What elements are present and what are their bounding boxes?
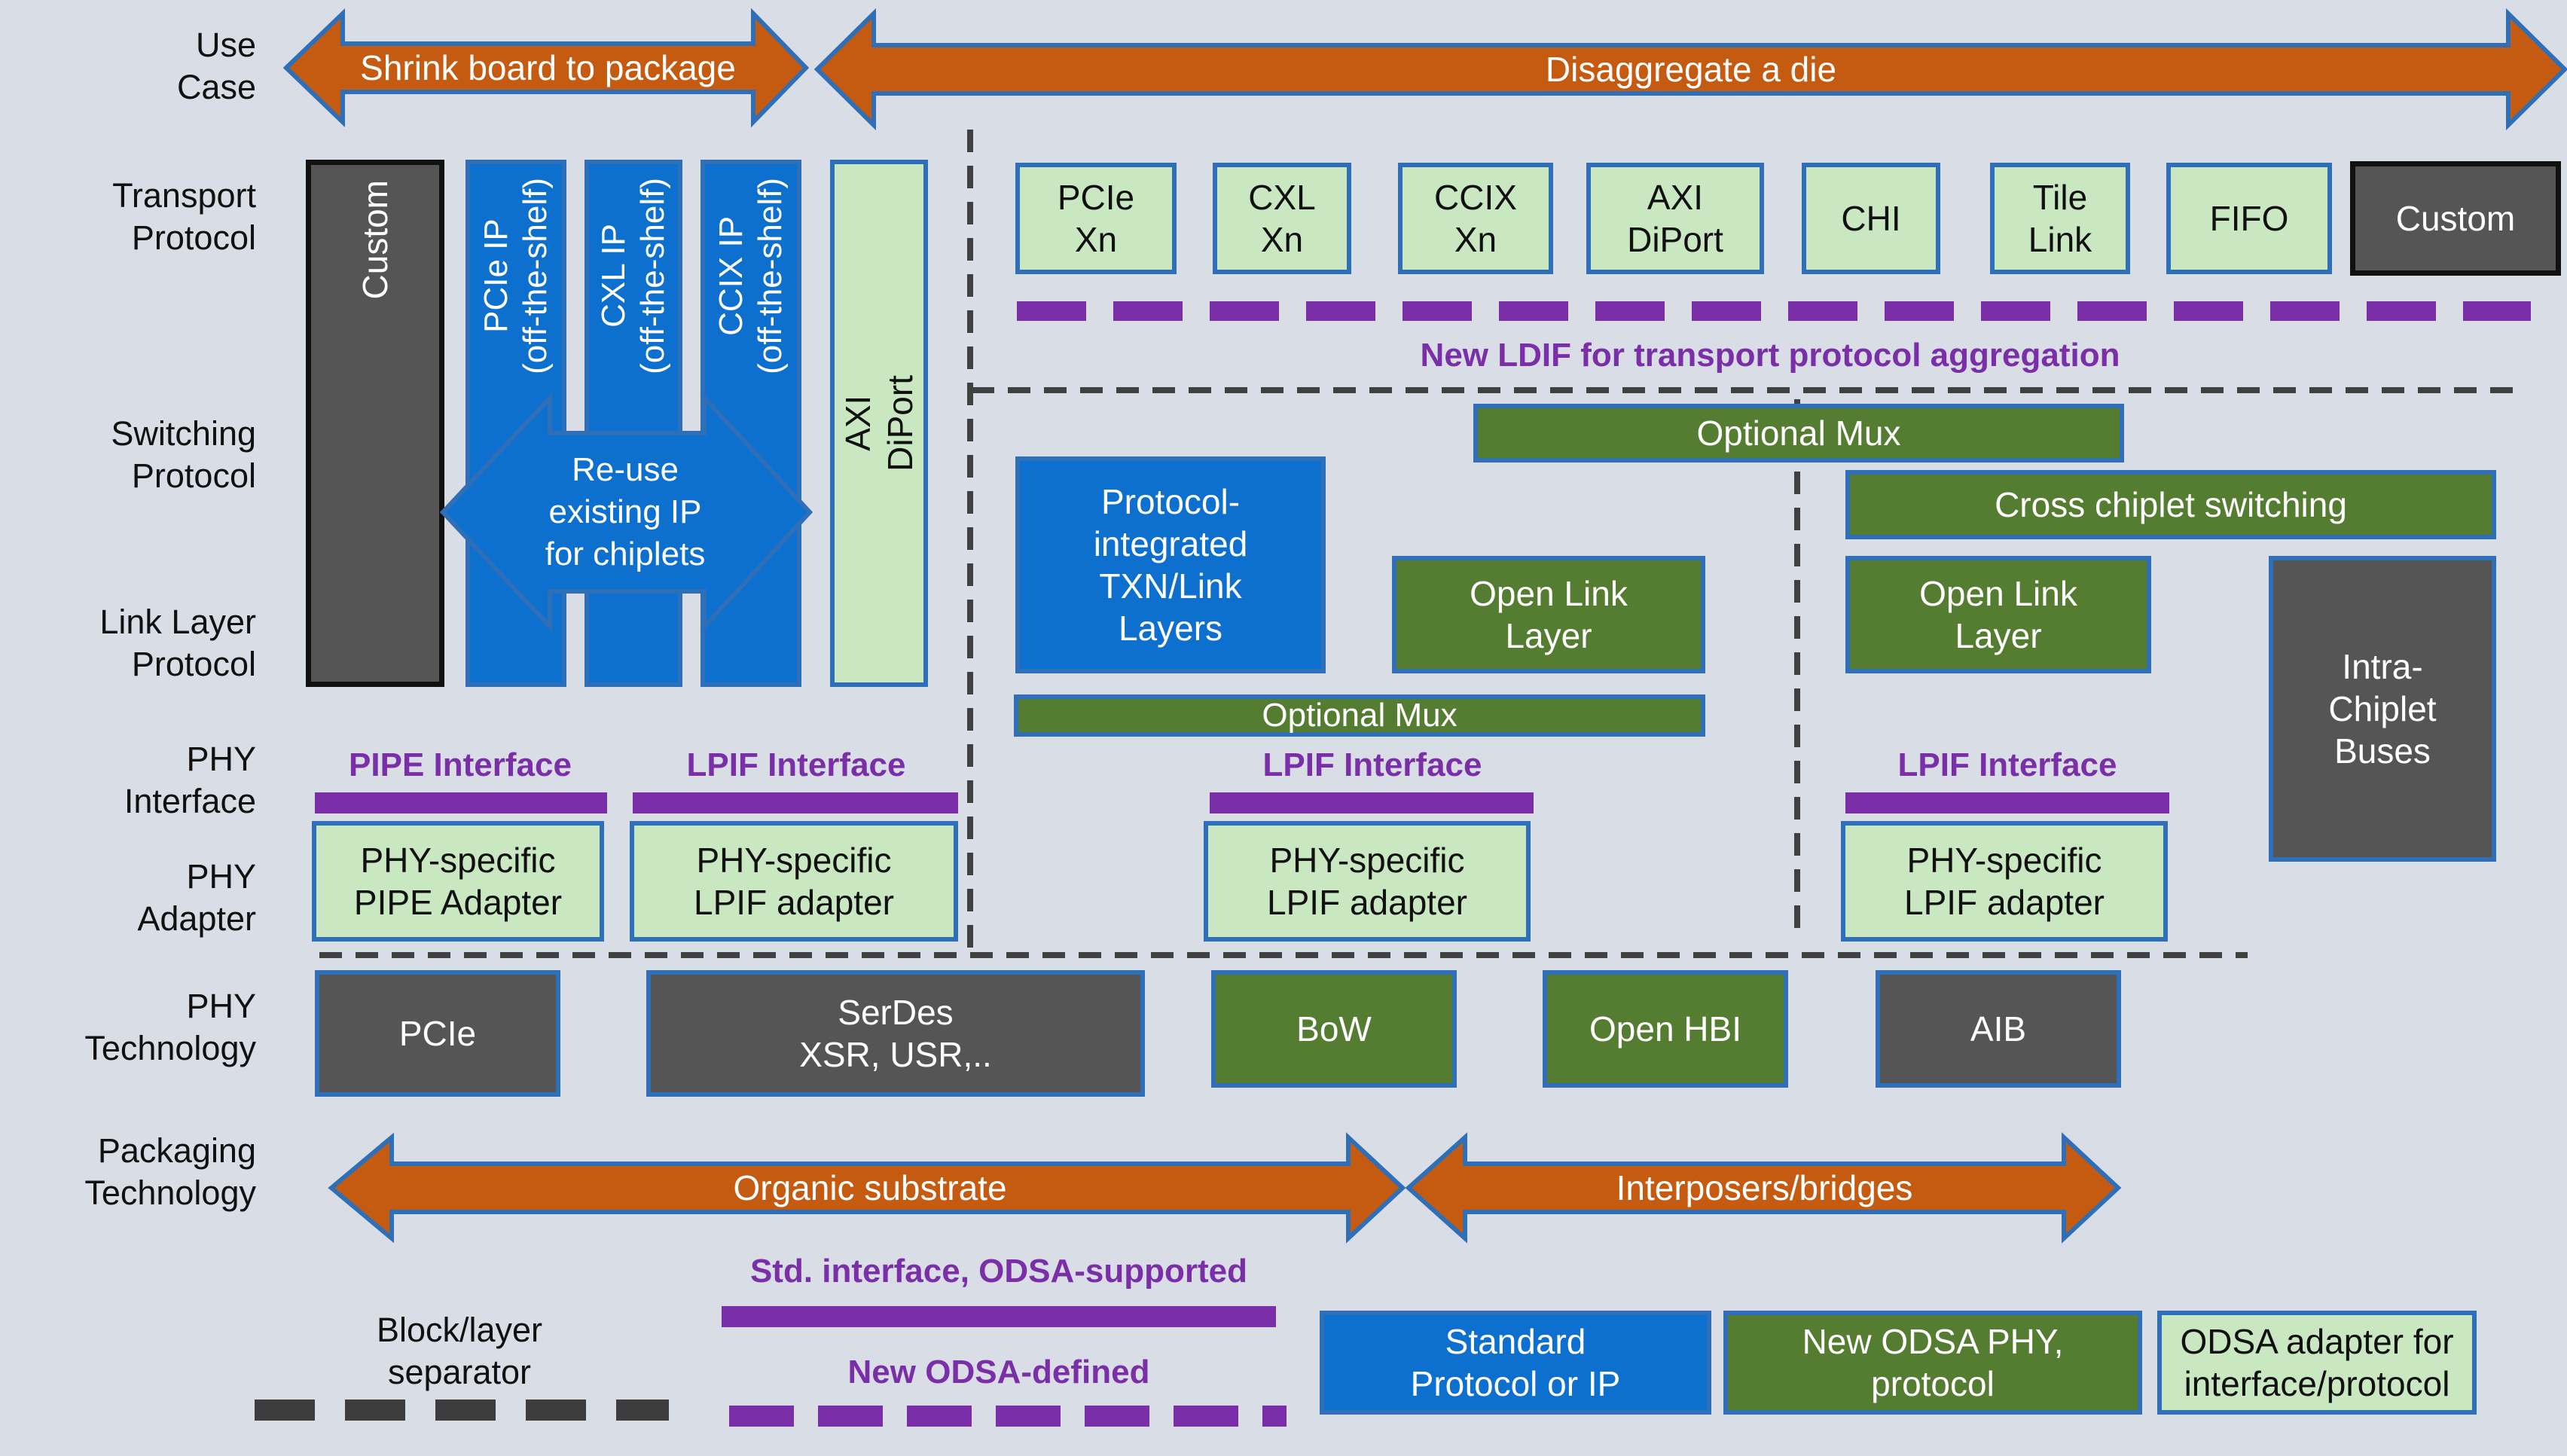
pipe-interface-label: PIPE Interface — [349, 746, 572, 783]
legend-adapter: ODSA adapter for interface/protocol — [2157, 1311, 2477, 1415]
row-label-phy-interface: PHY Interface — [124, 740, 256, 820]
phy-tech-aib: AIB — [1876, 970, 2121, 1088]
lpif-adapter-1: PHY-specific LPIF adapter — [630, 821, 958, 942]
intra-chiplet-buses: Intra- Chiplet Buses — [2269, 556, 2496, 862]
ldif-dashed-line — [1017, 301, 2531, 321]
lpif-interface-bar-3 — [1845, 792, 2169, 813]
phy-tech-pcie: PCIe — [315, 970, 560, 1097]
transport-custom: Custom — [2350, 161, 2561, 276]
custom-column: Custom — [306, 160, 444, 687]
legend-new-phy: New ODSA PHY, protocol — [1723, 1311, 2142, 1415]
row-label-use-case: Use Case — [176, 26, 256, 106]
legend-standard-protocol: Standard Protocol or IP — [1320, 1311, 1711, 1415]
open-link-layer-2: Open Link Layer — [1845, 556, 2151, 673]
legend-new-defined-sample — [729, 1406, 1287, 1427]
lpif-interface-label-2: LPIF Interface — [1262, 746, 1482, 783]
interposers-arrow-shape — [1405, 1132, 2122, 1244]
transport-pcie-xn: PCIe Xn — [1015, 163, 1177, 274]
transport-ccix-xn: CCIX Xn — [1398, 163, 1553, 274]
organic-arrow-shape — [328, 1132, 1406, 1244]
lpif-adapter-3: PHY-specific LPIF adapter — [1841, 821, 2168, 942]
organic-arrow-label: Organic substrate — [733, 1168, 1007, 1207]
row-label-link-layer: Link Layer Protocol — [99, 603, 256, 683]
phy-tech-bow: BoW — [1211, 970, 1457, 1088]
legend-std-interface-label: Std. interface, ODSA-supported — [749, 1253, 1248, 1290]
transport-tile-link: Tile Link — [1990, 163, 2130, 274]
separator-vertical-middle — [1794, 399, 1800, 942]
shrink-arrow-shape — [282, 8, 810, 128]
phy-tech-open-hbi: Open HBI — [1543, 970, 1788, 1088]
cross-chiplet-switching: Cross chiplet switching — [1845, 470, 2496, 539]
legend-std-interface-bar — [722, 1306, 1276, 1327]
row-label-phy-technology: PHY Technology — [84, 987, 256, 1067]
legend-separator-label: Block/layer separator — [376, 1311, 543, 1391]
row-label-packaging: Packaging Technology — [84, 1131, 256, 1212]
shrink-arrow-label: Shrink board to package — [360, 48, 736, 87]
cxl-ip-column: CXL IP (off-the-shelf) — [585, 160, 682, 687]
lpif-interface-bar-2 — [1210, 792, 1534, 813]
lpif-interface-label-1: LPIF Interface — [686, 746, 906, 783]
lpif-interface-label-3: LPIF Interface — [1897, 746, 2117, 783]
separator-horizontal-top — [972, 387, 2523, 393]
interposers-arrow-label: Interposers/bridges — [1616, 1168, 1913, 1207]
pipe-interface-bar — [315, 792, 607, 813]
transport-cxl-xn: CXL Xn — [1213, 163, 1351, 274]
open-link-layer-1: Open Link Layer — [1392, 556, 1705, 673]
axi-diport-column: AXI DiPort — [830, 160, 928, 687]
legend-separator-sample — [255, 1400, 669, 1421]
optional-mux-low: Optional Mux — [1014, 694, 1705, 737]
phy-tech-serdes: SerDes XSR, USR,.. — [646, 970, 1145, 1097]
transport-axi-diport: AXI DiPort — [1586, 163, 1764, 274]
disaggregate-arrow-label: Disaggregate a die — [1545, 50, 1837, 89]
separator-horizontal-bottom — [319, 952, 2248, 958]
row-label-switching: Switching Protocol — [111, 414, 256, 495]
reuse-arrow-shape — [439, 392, 813, 633]
ldif-label: New LDIF for transport protocol aggregat… — [1420, 337, 2120, 374]
separator-vertical-left — [967, 130, 973, 958]
row-label-phy-adapter: PHY Adapter — [137, 857, 256, 938]
optional-mux-top: Optional Mux — [1473, 404, 2124, 462]
protocol-integrated-layers: Protocol- integrated TXN/Link Layers — [1015, 456, 1326, 673]
transport-fifo: FIFO — [2166, 163, 2332, 274]
legend-new-defined-label: New ODSA-defined — [847, 1354, 1150, 1390]
lpif-adapter-2: PHY-specific LPIF adapter — [1204, 821, 1531, 942]
pipe-adapter: PHY-specific PIPE Adapter — [312, 821, 604, 942]
lpif-interface-bar-1 — [633, 792, 958, 813]
transport-chi: CHI — [1802, 163, 1940, 274]
disaggregate-arrow-shape — [813, 8, 2567, 131]
row-label-transport: Transport Protocol — [112, 176, 256, 257]
reuse-arrow-label: Re-use existing IP for chiplets — [545, 451, 706, 572]
